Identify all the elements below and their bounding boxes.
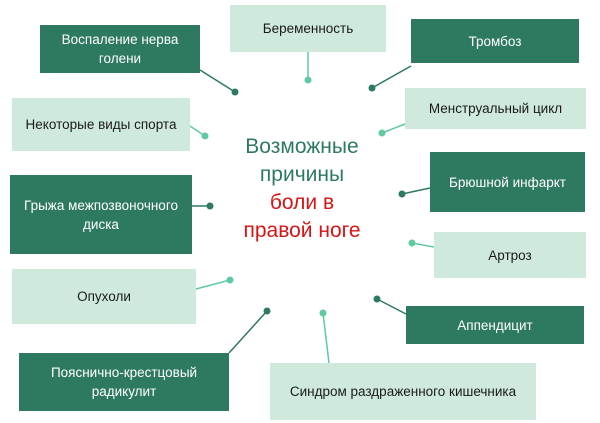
connector-appendicitis xyxy=(373,295,407,315)
connector-menstrual xyxy=(378,123,406,137)
connector-radiculitis xyxy=(228,307,271,354)
cause-abdominal-infarct: Брюшной инфаркт xyxy=(430,152,585,212)
cause-pregnancy: Беременность xyxy=(230,5,386,52)
connector-sports xyxy=(189,125,209,140)
connector-abdominal-infarct xyxy=(398,187,431,198)
connector-tumors xyxy=(195,276,234,290)
cause-radiculitis: Пояснично-крестцовый радикулит xyxy=(19,353,229,411)
connector-ibs xyxy=(319,309,330,364)
connector-arthrosis xyxy=(408,239,435,248)
cause-hernia: Грыжа межпозвоночного диска xyxy=(10,175,192,254)
diagram-title: Возможные причины боли в правой ноге xyxy=(218,133,386,245)
cause-menstrual: Менструальный цикл xyxy=(405,88,586,129)
title-line-2: причины xyxy=(259,163,345,186)
connector-hernia xyxy=(192,202,214,210)
cause-sports: Некоторые виды спорта xyxy=(12,98,190,151)
cause-appendicitis: Аппендицит xyxy=(406,306,584,344)
cause-shin-nerve: Воспаление нерва голени xyxy=(40,25,200,73)
title-line-1: Возможные xyxy=(245,135,359,158)
cause-thrombosis: Тромбоз xyxy=(411,19,579,63)
cause-arthrosis: Артроз xyxy=(434,232,586,278)
cause-tumors: Опухоли xyxy=(12,269,196,324)
connector-pregnancy xyxy=(304,52,312,84)
cause-ibs: Синдром раздраженного кишечника xyxy=(270,363,536,420)
title-line-3: боли в xyxy=(269,191,335,214)
title-line-4: правой ноге xyxy=(243,219,361,242)
connector-shin-nerve xyxy=(199,69,239,96)
connector-thrombosis xyxy=(368,65,412,92)
